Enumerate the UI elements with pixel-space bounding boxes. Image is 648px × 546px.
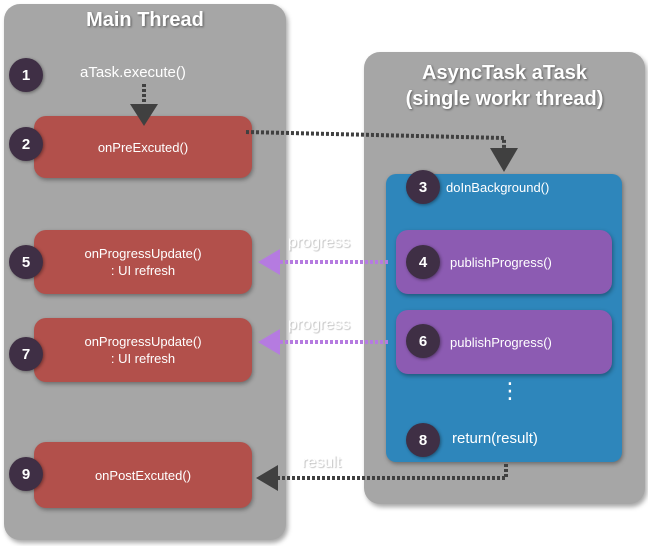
on-progress-update-1-line2: : UI refresh xyxy=(110,263,176,278)
ellipsis-text: ⋮ xyxy=(499,378,521,403)
do-in-background-label: doInBackground() xyxy=(446,180,550,195)
execute-call-text: aTask.execute() xyxy=(80,64,186,81)
on-pre-executed-label: onPreExcuted() xyxy=(97,139,189,155)
async-task-title: AsyncTask aTask (single workr thread) xyxy=(364,60,645,112)
on-post-executed-box: onPostExcuted() xyxy=(34,442,252,508)
pre-to-background-arrow xyxy=(245,130,518,172)
on-progress-update-1-line1: onProgressUpdate() xyxy=(84,246,202,261)
step-badge-2: 2 xyxy=(9,127,43,161)
execute-arrow xyxy=(130,84,158,126)
on-progress-update-box-1: onProgressUpdate() : UI refresh xyxy=(34,230,252,294)
step-badge-8: 8 xyxy=(406,423,440,457)
step-badge-3: 3 xyxy=(406,170,440,204)
async-task-title-line1: AsyncTask aTask xyxy=(422,62,587,84)
progress-arrow-1 xyxy=(258,249,388,275)
publish-progress-1-label: publishProgress() xyxy=(450,255,552,270)
on-progress-update-box-2: onProgressUpdate() : UI refresh xyxy=(34,318,252,382)
step-badge-4: 4 xyxy=(406,245,440,279)
progress-arrow-2 xyxy=(258,329,388,355)
on-pre-executed-box: onPreExcuted() xyxy=(34,116,252,178)
progress-arrow-label-1: progress xyxy=(288,234,351,251)
progress-arrow-label-2: progress xyxy=(288,316,351,333)
on-post-executed-label: onPostExcuted() xyxy=(94,467,192,483)
step-badge-6: 6 xyxy=(406,324,440,358)
step-badge-7: 7 xyxy=(9,337,43,371)
publish-progress-2-label: publishProgress() xyxy=(450,335,552,350)
on-progress-update-2-line2: : UI refresh xyxy=(110,351,176,366)
step-badge-5: 5 xyxy=(9,245,43,279)
result-arrow-label: result xyxy=(302,454,342,471)
step-badge-1: 1 xyxy=(9,58,43,92)
main-thread-title: Main Thread xyxy=(86,9,204,31)
return-result-label: return(result) xyxy=(452,430,538,447)
async-task-title-line2: (single workr thread) xyxy=(405,88,604,110)
step-badge-9: 9 xyxy=(9,457,43,491)
on-progress-update-2-line1: onProgressUpdate() xyxy=(84,334,202,349)
result-arrow xyxy=(256,464,508,491)
